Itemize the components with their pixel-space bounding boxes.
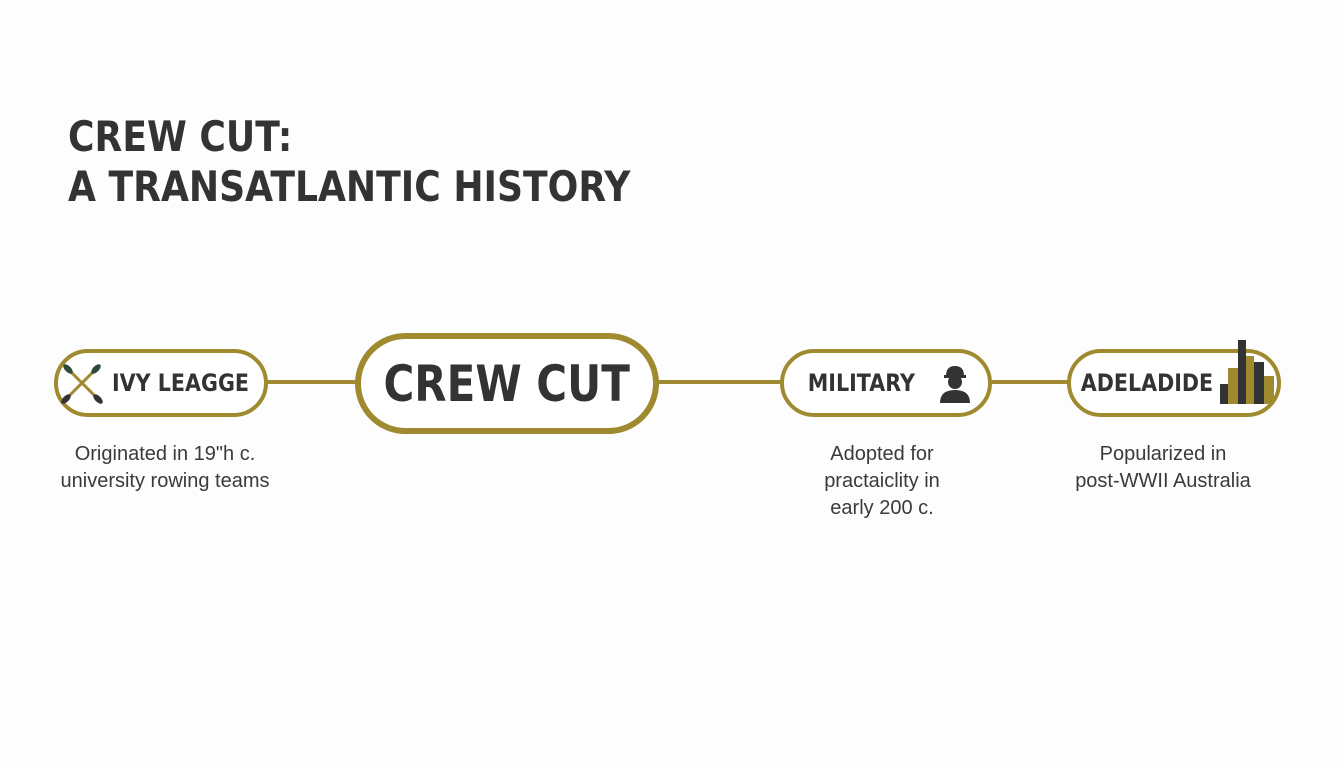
- node-ivy-league-description: Originated in 19"h c. university rowing …: [40, 441, 290, 495]
- connector-military-to-adelaide: [988, 380, 1072, 384]
- connector-center-to-military: [656, 380, 784, 384]
- node-crew-cut: CREW CUT: [355, 333, 659, 434]
- node-military-description: Adopted for practaiclity in early 200 c.: [776, 441, 988, 522]
- node-military: MILITARY: [780, 349, 992, 417]
- soldier-icon: [937, 363, 973, 403]
- title-line-2: A TRANSATLANTIC HISTORY: [68, 162, 631, 211]
- description-line: practaiclity in: [824, 470, 940, 492]
- description-line: university rowing teams: [60, 470, 270, 492]
- title-line-1: CREW CUT:: [68, 112, 293, 161]
- node-adelaide-label: ADELADIDE: [1080, 369, 1214, 397]
- description-line: Popularized in: [1099, 443, 1227, 465]
- city-skyline-icon: [1218, 338, 1278, 404]
- node-crew-cut-label: CREW CUT: [383, 354, 631, 413]
- node-adelaide: ADELADIDE: [1067, 340, 1281, 417]
- node-adelaide-description: Popularized in post-WWII Australia: [1053, 441, 1273, 495]
- node-ivy-league: IVY LEAGGE: [54, 349, 268, 417]
- description-line: early 200 c.: [830, 497, 934, 519]
- crossed-oars-icon: [60, 361, 104, 405]
- description-line: Adopted for: [830, 443, 934, 465]
- node-military-label: MILITARY: [807, 369, 915, 397]
- connector-ivy-to-center: [264, 380, 358, 384]
- description-line: post-WWII Australia: [1075, 470, 1251, 492]
- node-ivy-league-label: IVY LEAGGE: [112, 369, 250, 397]
- diagram-title: CREW CUT: A TRANSATLANTIC HISTORY: [68, 112, 630, 212]
- description-line: Originated in 19"h c.: [74, 443, 256, 465]
